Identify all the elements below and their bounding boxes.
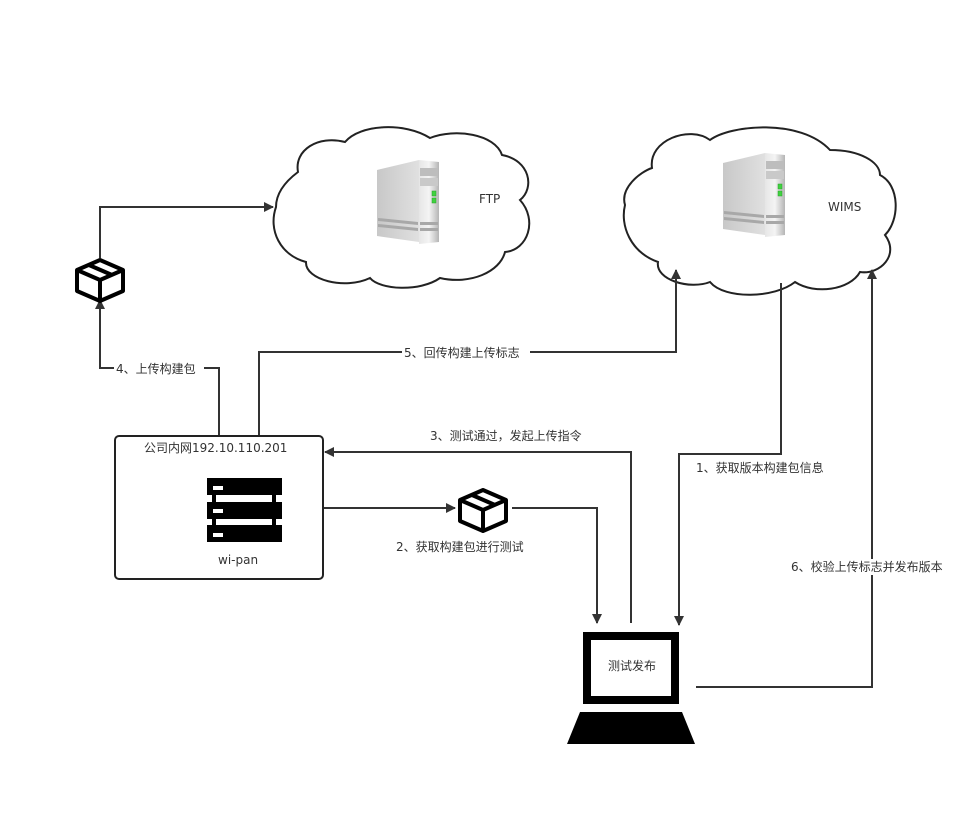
server-tower-icon	[722, 152, 786, 238]
edge-step6	[696, 269, 877, 688]
intranet-label: wi-pan	[218, 553, 258, 567]
edge-package-to-ftp	[99, 202, 274, 258]
edge-step1	[674, 283, 782, 626]
edge-step2-b	[512, 507, 602, 624]
edge-label-step2: 2、获取构建包进行测试	[396, 539, 524, 554]
wims-label: WIMS	[828, 200, 861, 214]
edge-step3	[324, 447, 632, 623]
package-icon	[75, 258, 125, 303]
laptop-icon	[567, 632, 695, 744]
edge-label-step6: 6、校验上传标志并发布版本	[791, 559, 943, 574]
server-rack-icon	[207, 478, 282, 542]
server-tower-icon	[376, 159, 440, 245]
intranet-node[interactable]: 公司内网192.10.110.201 wi-pan	[114, 435, 324, 580]
client-label: 测试发布	[608, 658, 656, 673]
edge-label-step4: 4、上传构建包	[116, 361, 196, 376]
client-node[interactable]: 测试发布	[567, 632, 695, 744]
ftp-label: FTP	[479, 192, 500, 206]
edge-label-step3: 3、测试通过，发起上传指令	[430, 428, 582, 443]
package-icon	[458, 488, 508, 533]
intranet-title: 公司内网192.10.110.201	[144, 441, 287, 455]
wims-cloud[interactable]: WIMS	[622, 126, 897, 296]
ftp-cloud[interactable]: FTP	[272, 126, 531, 289]
edge-label-step1: 1、获取版本构建包信息	[696, 460, 824, 475]
edge-label-step5: 5、回传构建上传标志	[404, 345, 520, 360]
